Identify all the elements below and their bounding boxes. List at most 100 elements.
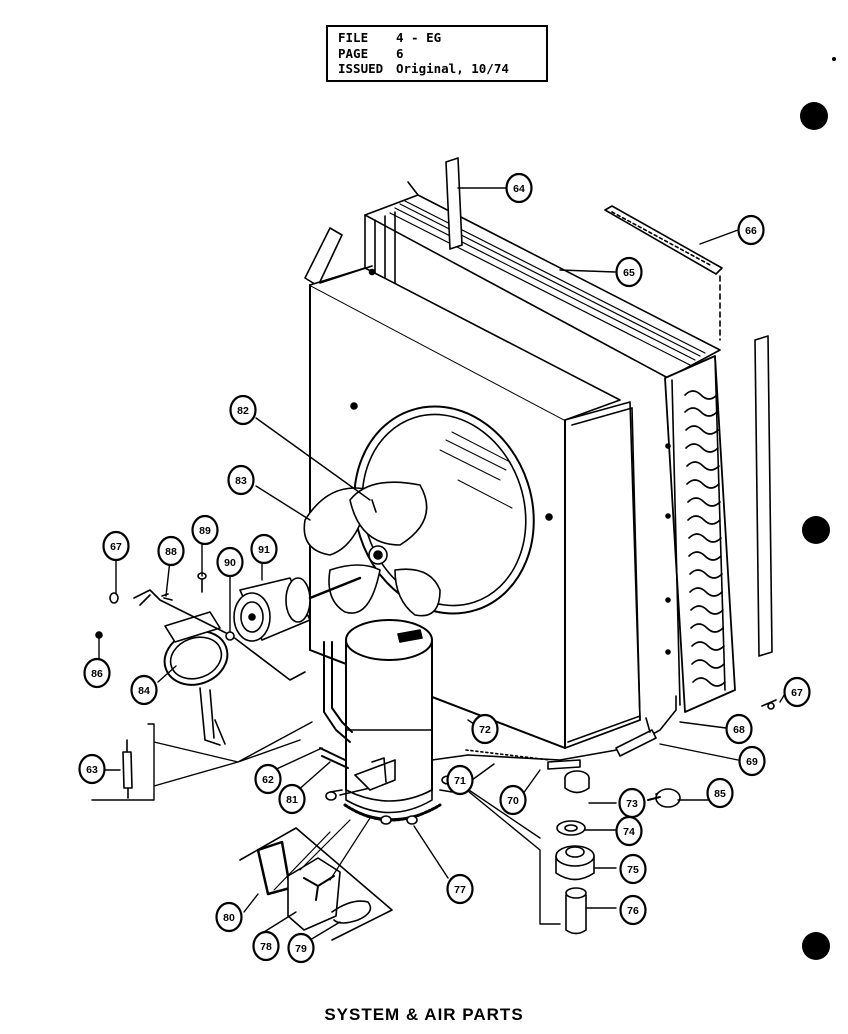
callout-63: 63 bbox=[78, 753, 106, 785]
callout-65: 65 bbox=[615, 256, 643, 288]
callout-bubble bbox=[191, 514, 219, 546]
callout-66: 66 bbox=[737, 214, 765, 246]
callout-label: 68 bbox=[733, 724, 745, 736]
callout-label: 75 bbox=[627, 864, 639, 876]
callout-bubble bbox=[706, 777, 734, 809]
callout-76: 76 bbox=[619, 894, 647, 926]
callout-label: 67 bbox=[110, 541, 122, 553]
callout-label: 74 bbox=[623, 826, 635, 838]
callout-label: 65 bbox=[623, 267, 635, 279]
file-info-box: FILE 4 - EG PAGE 6 ISSUED Original, 10/74 bbox=[326, 25, 548, 82]
callout-label: 90 bbox=[224, 557, 236, 569]
callout-label: 79 bbox=[295, 943, 307, 955]
callout-67: 67 bbox=[102, 530, 130, 562]
callout-bubble bbox=[227, 464, 255, 496]
callout-74: 74 bbox=[615, 815, 643, 847]
callout-label: 70 bbox=[507, 795, 519, 807]
callout-bubble bbox=[229, 394, 257, 426]
binder-hole-top bbox=[800, 102, 828, 130]
callout-label: 91 bbox=[258, 544, 270, 556]
callout-bubble bbox=[738, 745, 766, 777]
page-value: 6 bbox=[396, 45, 404, 61]
callout-bubble bbox=[252, 930, 280, 962]
callout-bubble bbox=[615, 256, 643, 288]
callout-label: 80 bbox=[223, 912, 235, 924]
callout-bubble bbox=[130, 674, 158, 706]
loose-parts bbox=[95, 572, 777, 941]
callout-bubble bbox=[725, 713, 753, 745]
callout-bubble bbox=[287, 932, 315, 964]
callout-label: 86 bbox=[91, 668, 103, 680]
callout-bubble bbox=[619, 894, 647, 926]
callout-80: 80 bbox=[215, 901, 243, 933]
callout-bubble bbox=[505, 172, 533, 204]
callout-bubble bbox=[619, 853, 647, 885]
callout-86: 86 bbox=[83, 657, 111, 689]
page-speck bbox=[832, 57, 836, 61]
callout-81: 81 bbox=[278, 783, 306, 815]
callout-bubble bbox=[278, 783, 306, 815]
callout-label: 81 bbox=[286, 794, 298, 806]
callout-89: 89 bbox=[191, 514, 219, 546]
issued-label: ISSUED bbox=[338, 61, 384, 76]
binder-hole-bottom bbox=[802, 932, 830, 960]
callout-79: 79 bbox=[287, 932, 315, 964]
callout-label: 62 bbox=[262, 774, 274, 786]
callout-70: 70 bbox=[499, 784, 527, 816]
callout-71: 71 bbox=[446, 764, 474, 796]
page-label: PAGE bbox=[338, 45, 369, 61]
issued-value: Original, 10/74 bbox=[396, 61, 509, 76]
callout-75: 75 bbox=[619, 853, 647, 885]
fan-motor bbox=[233, 576, 362, 642]
callout-bubble bbox=[215, 901, 243, 933]
callout-bubble bbox=[78, 753, 106, 785]
callout-label: 72 bbox=[479, 724, 491, 736]
callout-label: 73 bbox=[626, 798, 638, 810]
callout-88: 88 bbox=[157, 535, 185, 567]
callout-label: 66 bbox=[745, 225, 757, 237]
callout-bubble bbox=[446, 873, 474, 905]
callout-72: 72 bbox=[471, 713, 499, 745]
callout-label: 84 bbox=[138, 685, 150, 697]
page-title: SYSTEM & AIR PARTS bbox=[324, 1005, 524, 1024]
callout-label: 63 bbox=[86, 764, 98, 776]
callout-bubble bbox=[615, 815, 643, 847]
file-value: 4 - EG bbox=[396, 30, 442, 45]
callout-bubble bbox=[250, 533, 278, 565]
callout-90: 90 bbox=[216, 546, 244, 578]
callout-73: 73 bbox=[618, 787, 646, 819]
callout-label: 71 bbox=[454, 775, 466, 787]
compressor bbox=[319, 619, 677, 825]
callout-85: 85 bbox=[706, 777, 734, 809]
file-label: FILE bbox=[338, 30, 369, 45]
callout-91: 91 bbox=[250, 533, 278, 565]
callout-bubble bbox=[737, 214, 765, 246]
callout-83: 83 bbox=[227, 464, 255, 496]
callout-label: 76 bbox=[627, 905, 639, 917]
callout-label: 88 bbox=[165, 546, 177, 558]
callout-bubble bbox=[216, 546, 244, 578]
callout-78: 78 bbox=[252, 930, 280, 962]
callout-label: 64 bbox=[513, 183, 525, 195]
callout-label: 82 bbox=[237, 405, 249, 417]
leader-lines bbox=[91, 187, 787, 941]
callout-label: 85 bbox=[714, 788, 726, 800]
callout-label: 67 bbox=[791, 687, 803, 699]
callout-bubble bbox=[783, 676, 811, 708]
callout-label: 69 bbox=[746, 756, 758, 768]
callout-82: 82 bbox=[229, 394, 257, 426]
callout-77: 77 bbox=[446, 873, 474, 905]
callout-label: 77 bbox=[454, 884, 466, 896]
binder-hole-middle bbox=[802, 516, 830, 544]
motor-mount bbox=[133, 589, 306, 746]
callout-bubble bbox=[83, 657, 111, 689]
condenser-coil bbox=[445, 157, 773, 713]
callout-62: 62 bbox=[254, 763, 282, 795]
callout-68: 68 bbox=[725, 713, 753, 745]
callout-label: 83 bbox=[235, 475, 247, 487]
callout-label: 78 bbox=[260, 941, 272, 953]
callout-bubble bbox=[157, 535, 185, 567]
fan-blade bbox=[303, 481, 441, 617]
